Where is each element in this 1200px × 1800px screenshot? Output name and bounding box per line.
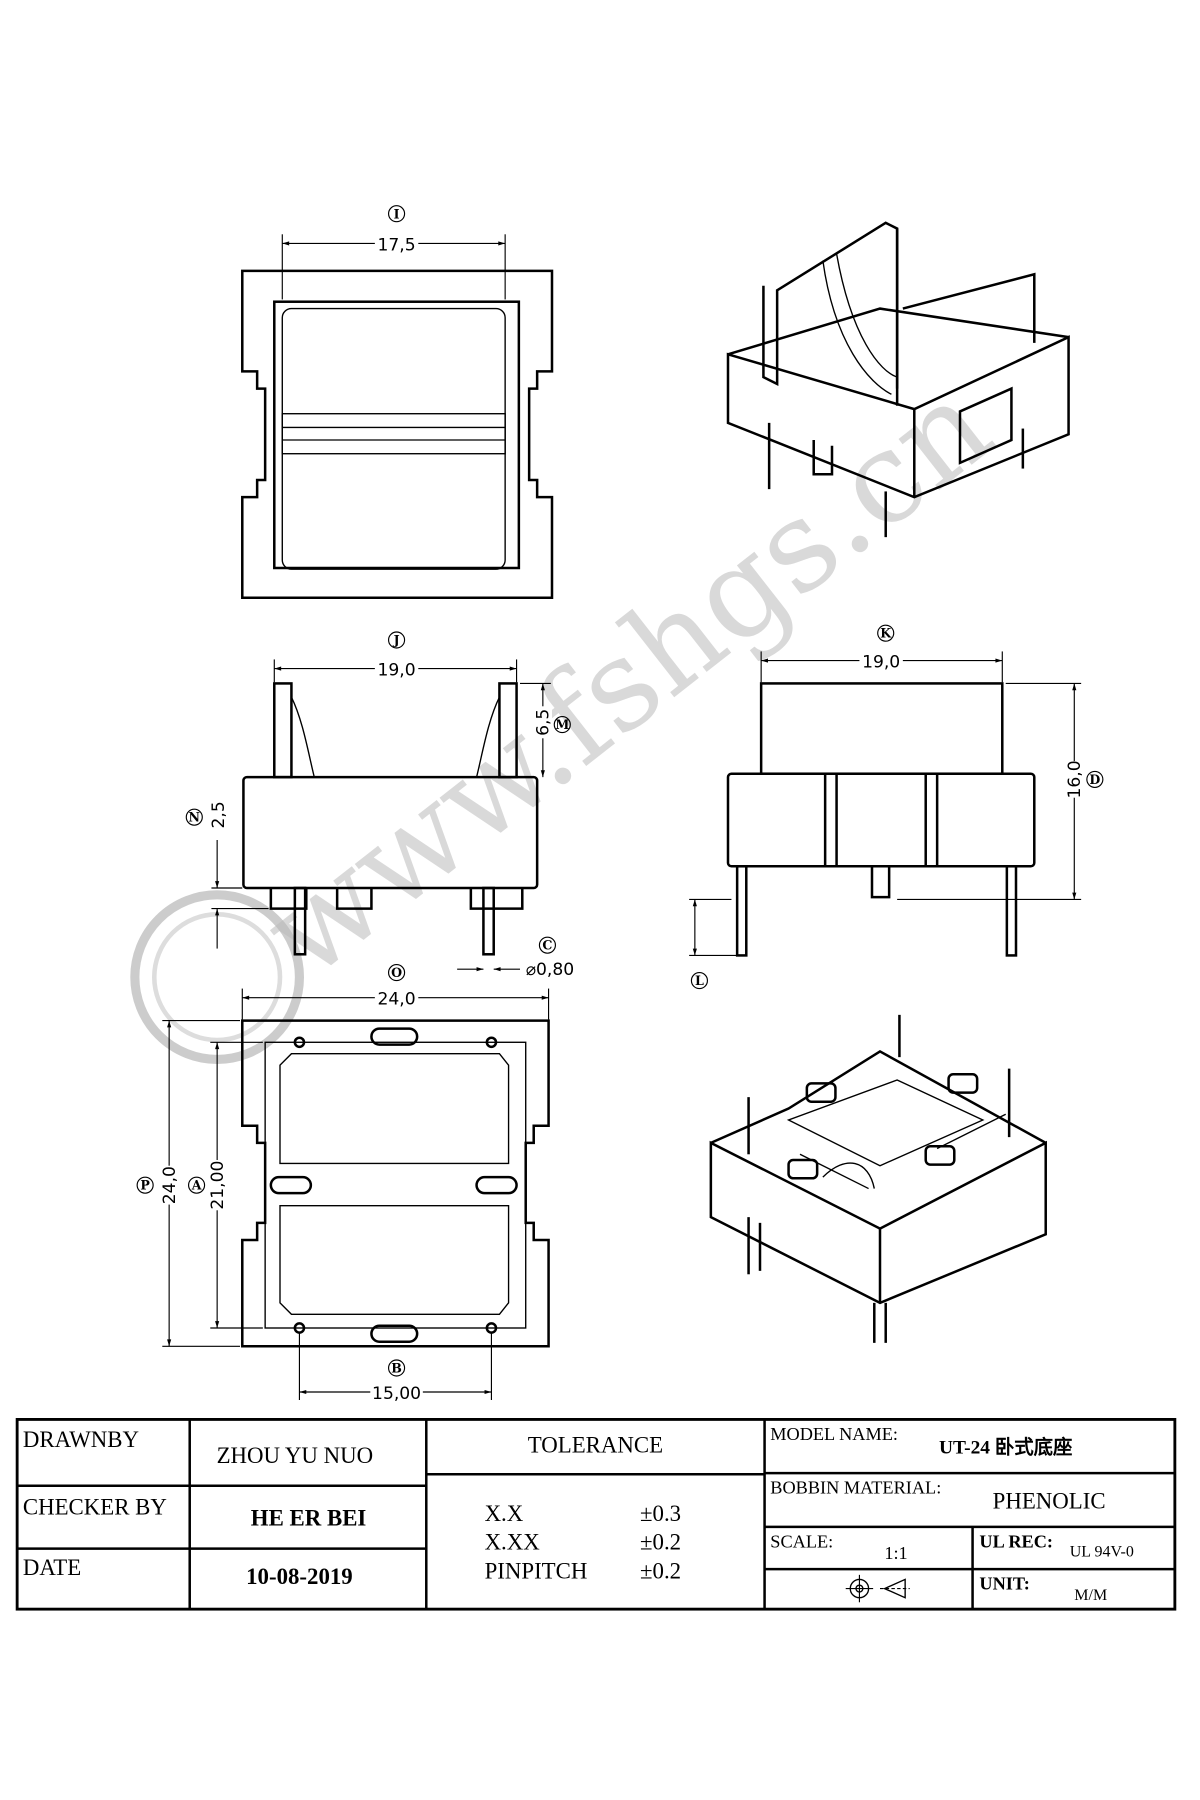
bottom-view: 24,0 O 24,0 P 21,00 A 15,00 B — [136, 964, 550, 1404]
dim-M-value: 6,5 — [534, 709, 554, 736]
dim-J-value: 19,0 — [378, 660, 416, 680]
projection-symbol-icon — [845, 1574, 910, 1603]
title-block: DRAWNBY ZHOU YU NUO CHECKER BY HE ER BEI… — [15, 1418, 1177, 1611]
dim-I-label: I — [394, 206, 400, 221]
dim-K-label: K — [880, 626, 892, 641]
tolerance-value: ±0.3 — [640, 1501, 681, 1526]
unit-value: M/M — [1074, 1587, 1107, 1604]
dim-K-value: 19,0 — [862, 652, 900, 672]
front-view: 19,0 J 6,5 M 2,5 N ⌀0,80 C — [185, 631, 574, 980]
tolerance-label: TOLERANCE — [528, 1433, 663, 1458]
side-view: 19,0 K 16,0 D L — [689, 624, 1104, 990]
iso-view-top — [726, 221, 1070, 538]
dim-I-value: 17,5 — [378, 235, 416, 255]
tolerance-name: X.XX — [485, 1530, 541, 1555]
dim-M-label: M — [555, 717, 569, 732]
tolerance-name: X.X — [485, 1501, 524, 1526]
scale-label: SCALE: — [770, 1531, 833, 1551]
dim-A-value: 21,00 — [208, 1161, 228, 1210]
drawnby-value: ZHOU YU NUO — [217, 1443, 374, 1468]
dim-J-label: J — [393, 633, 400, 648]
dim-C-value: ⌀0,80 — [526, 960, 574, 980]
watermark: www.fshgs.cn — [130, 351, 1017, 1064]
drawnby-label: DRAWNBY — [23, 1427, 139, 1452]
checker-label: CHECKER BY — [23, 1494, 167, 1519]
dim-P-value: 24,0 — [160, 1166, 180, 1204]
model-label: MODEL NAME: — [770, 1424, 898, 1444]
dim-B-label: B — [391, 1361, 402, 1376]
ul-label: UL REC: — [979, 1531, 1053, 1551]
iso-view-bottom — [709, 1014, 1047, 1343]
checker-value: HE ER BEI — [251, 1506, 367, 1531]
dim-O-value: 24,0 — [378, 990, 416, 1010]
top-view: 17,5 I — [241, 205, 554, 599]
material-label: BOBBIN MATERIAL: — [770, 1478, 941, 1498]
dim-D-value: 16,0 — [1065, 760, 1085, 798]
tolerance-name: PINPITCH — [485, 1558, 588, 1583]
ul-value: UL 94V-0 — [1070, 1544, 1134, 1561]
dim-B-value: 15,00 — [372, 1384, 421, 1404]
dim-L-label: L — [695, 973, 704, 988]
dim-N-value: 2,5 — [209, 801, 229, 828]
tolerance-value: ±0.2 — [640, 1530, 681, 1555]
date-label: DATE — [23, 1555, 81, 1580]
dim-N-label: N — [189, 810, 200, 825]
tolerance-value: ±0.2 — [640, 1558, 681, 1583]
date-value: 10-08-2019 — [246, 1564, 353, 1589]
dim-P-label: P — [140, 1178, 150, 1193]
scale-value: 1:1 — [884, 1543, 907, 1563]
model-value: UT-24 卧式底座 — [939, 1436, 1073, 1459]
dim-C-label: C — [542, 938, 552, 953]
dim-A-label: A — [191, 1178, 202, 1193]
material-value: PHENOLIC — [993, 1489, 1106, 1514]
dim-O-label: O — [391, 965, 402, 980]
unit-label: UNIT: — [979, 1574, 1029, 1594]
dim-D-label: D — [1089, 772, 1100, 787]
